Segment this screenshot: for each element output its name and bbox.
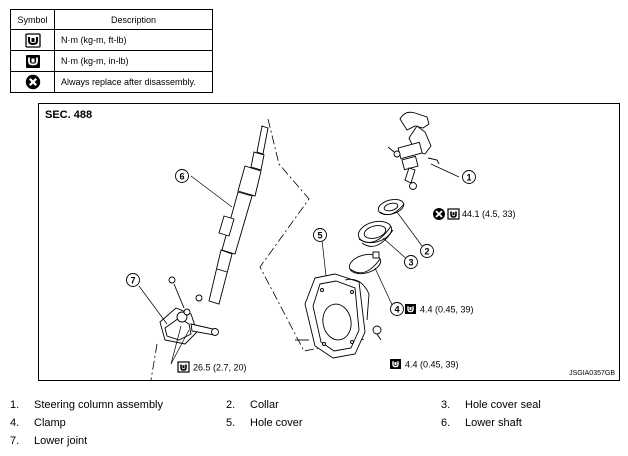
part-number: 3. — [441, 399, 451, 411]
part-name: Steering column assembly — [34, 399, 164, 411]
legend-header-description: Description — [54, 9, 213, 30]
clamp-drawing — [348, 251, 382, 275]
torque-wrench-icon — [177, 361, 190, 373]
legend-row: N·m (kg-m, in-lb) — [10, 50, 213, 72]
part-name: Collar — [250, 399, 279, 411]
part-number: 6. — [441, 417, 451, 429]
list-item: 5. Hole cover — [226, 417, 303, 429]
list-item: 3. Hole cover seal — [441, 399, 541, 411]
legend-header-symbol: Symbol — [10, 9, 55, 30]
svg-text:26.5 (2.7, 20): 26.5 (2.7, 20) — [193, 363, 247, 373]
svg-text:2: 2 — [424, 247, 429, 257]
lower-joint-drawing — [159, 276, 219, 345]
list-item: 2. Collar — [226, 399, 279, 411]
part-number: 5. — [226, 417, 236, 429]
lower-shaft-drawing — [208, 125, 269, 305]
callout-7: 7 — [126, 273, 140, 287]
legend-header-row: Symbol Description — [10, 9, 213, 30]
always-replace-icon — [25, 74, 40, 90]
always-replace-icon — [433, 208, 445, 220]
callout-4: 4 — [390, 302, 404, 316]
callout-5: 5 — [313, 228, 327, 242]
callout-2: 2 — [420, 244, 434, 258]
torque-spec-lower-joint-bolt: 26.5 (2.7, 20) — [177, 361, 247, 373]
torque-wrench-icon — [24, 32, 41, 48]
symbol-legend-table: Symbol Description N·m (kg-m, ft-lb) N·m… — [10, 9, 213, 93]
callout-3: 3 — [404, 255, 418, 269]
svg-text:1: 1 — [466, 173, 471, 183]
part-name: Hole cover seal — [465, 399, 541, 411]
torque-spec-clamp-bolt: 4.4 (0.45, 39) — [404, 303, 474, 315]
torque-wrench-inlb-icon — [389, 358, 402, 370]
part-name: Lower joint — [34, 435, 88, 447]
list-item: 1. Steering column assembly — [10, 399, 163, 411]
collar-drawing — [377, 198, 405, 216]
list-item: 7. Lower joint — [10, 435, 87, 447]
svg-text:4: 4 — [394, 305, 399, 315]
hole-cover-drawing — [295, 273, 382, 359]
torque-wrench-icon — [447, 208, 460, 220]
callout-1: 1 — [462, 170, 476, 184]
part-number: 1. — [10, 399, 20, 411]
legend-row: Always replace after disassembly. — [10, 71, 213, 93]
callout-circles: 1 2 3 4 5 6 7 — [126, 169, 476, 316]
reference-lines — [150, 118, 366, 380]
leader-lines — [138, 163, 460, 365]
diagram-drawing: 1 2 3 4 5 6 7 — [126, 111, 516, 380]
torque-spec-hole-cover-nut: 4.4 (0.45, 39) — [389, 358, 459, 370]
diagram-code: JSGIA0357GB — [569, 370, 615, 377]
legend-description: Always replace after disassembly. — [54, 71, 213, 93]
part-name: Clamp — [34, 417, 66, 429]
legend-description: N·m (kg-m, ft-lb) — [54, 29, 213, 51]
part-name: Hole cover — [250, 417, 303, 429]
part-number: 4. — [10, 417, 20, 429]
exploded-diagram: 1 2 3 4 5 6 7 — [38, 103, 620, 381]
list-item: 6. Lower shaft — [441, 417, 522, 429]
svg-text:4.4 (0.45, 39): 4.4 (0.45, 39) — [405, 360, 459, 370]
torque-spec-collar-nut: 44.1 (4.5, 33) — [433, 208, 516, 220]
svg-text:4.4 (0.45, 39): 4.4 (0.45, 39) — [420, 305, 474, 315]
svg-text:3: 3 — [408, 258, 413, 268]
torque-wrench-inlb-icon — [404, 303, 417, 315]
part-number: 2. — [226, 399, 236, 411]
legend-row: N·m (kg-m, ft-lb) — [10, 29, 213, 51]
svg-text:5: 5 — [317, 231, 322, 241]
legend-description: N·m (kg-m, in-lb) — [54, 50, 213, 72]
part-number: 7. — [10, 435, 20, 447]
hole-cover-seal-drawing — [357, 220, 394, 247]
part-name: Lower shaft — [465, 417, 522, 429]
torque-wrench-inlb-icon — [25, 54, 40, 68]
section-label: SEC. 488 — [45, 109, 93, 121]
svg-text:7: 7 — [130, 276, 135, 286]
list-item: 4. Clamp — [10, 417, 66, 429]
svg-text:44.1 (4.5, 33): 44.1 (4.5, 33) — [462, 209, 516, 219]
svg-text:6: 6 — [179, 172, 184, 182]
callout-6: 6 — [175, 169, 189, 183]
steering-column-assembly-drawing — [387, 111, 440, 190]
